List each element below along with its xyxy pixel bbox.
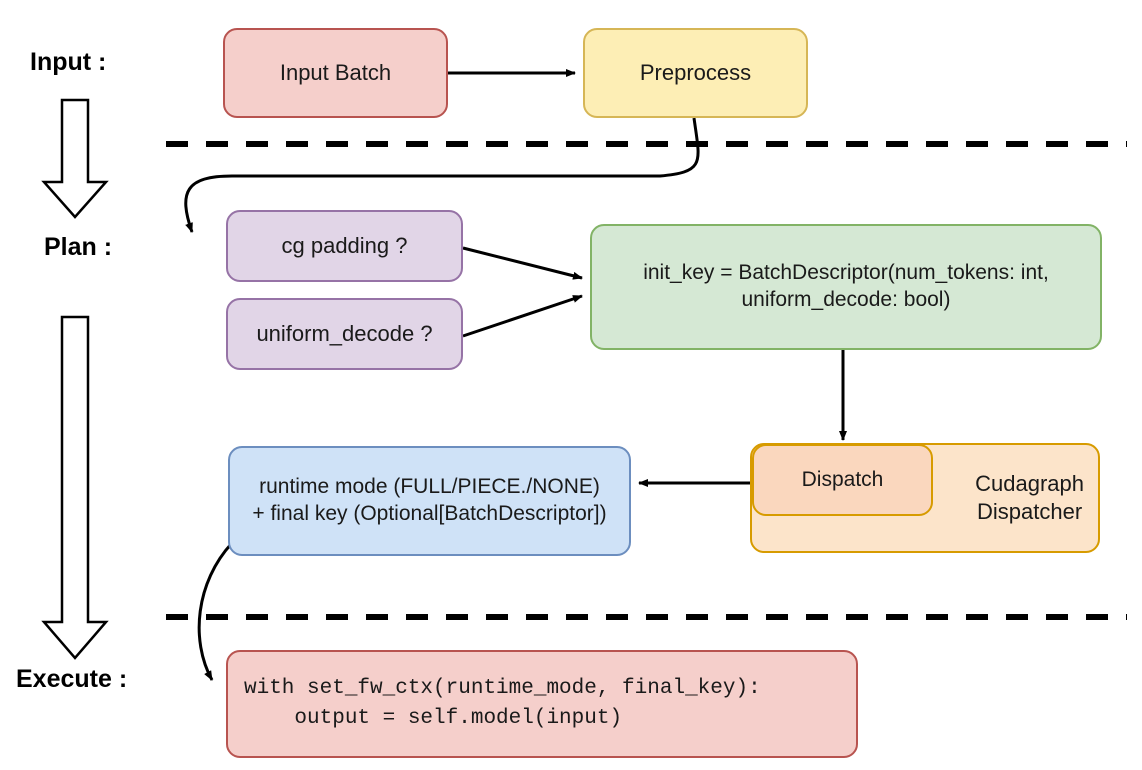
node-preprocess[interactable]: Preprocess [583, 28, 808, 118]
node-execute-code[interactable]: with set_fw_ctx(runtime_mode, final_key)… [226, 650, 858, 758]
node-runtime-mode[interactable]: runtime mode (FULL/PIECE./NONE) + final … [228, 446, 631, 556]
stage-label-input: Input : [30, 48, 107, 76]
stage-label-execute: Execute : [16, 665, 128, 693]
conn-cg-padding-to-init-key [462, 246, 583, 280]
conn-uniform-decode-to-init-key [462, 294, 583, 338]
node-cg-padding[interactable]: cg padding ? [226, 210, 463, 282]
node-dispatch[interactable]: Dispatch [752, 444, 933, 516]
node-uniform-decode[interactable]: uniform_decode ? [226, 298, 463, 370]
node-input-batch[interactable]: Input Batch [223, 28, 448, 118]
stage-arrow-plan-execute [41, 315, 109, 660]
stage-arrow-input-plan [41, 98, 109, 219]
stage-label-plan: Plan : [44, 233, 113, 261]
node-init-key[interactable]: init_key = BatchDescriptor(num_tokens: i… [590, 224, 1102, 350]
